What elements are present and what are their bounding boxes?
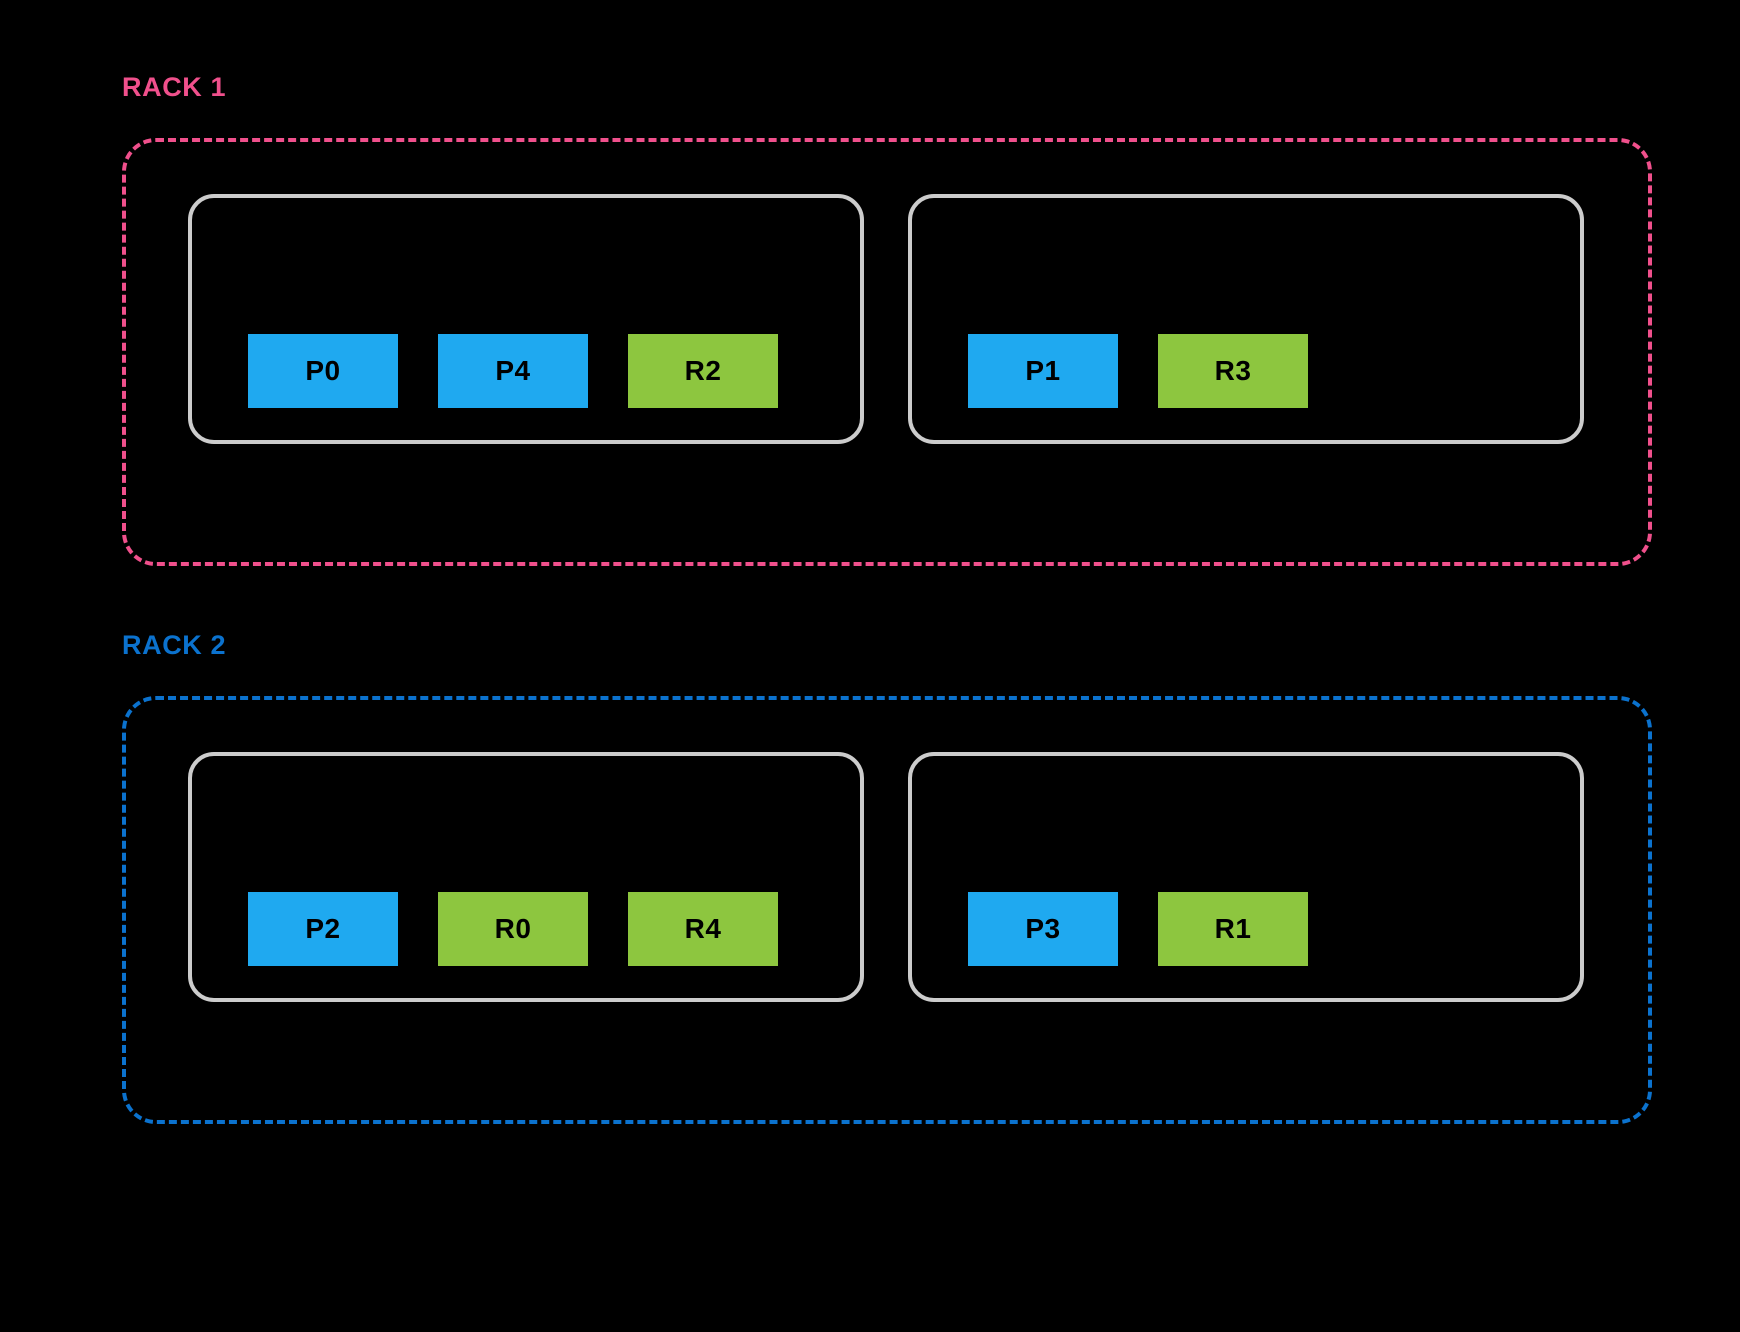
- unit-partition-p2[interactable]: P2: [248, 892, 398, 966]
- unit-row-rack1-node2: P1 R3: [968, 334, 1308, 408]
- rack-boundary-2: P2 R0 R4 P3 R1: [122, 696, 1652, 1124]
- unit-partition-p4[interactable]: P4: [438, 334, 588, 408]
- unit-replica-r4[interactable]: R4: [628, 892, 778, 966]
- unit-partition-p3[interactable]: P3: [968, 892, 1118, 966]
- unit-replica-r3[interactable]: R3: [1158, 334, 1308, 408]
- node-box-rack1-node1: P0 P4 R2: [188, 194, 864, 444]
- unit-replica-r0[interactable]: R0: [438, 892, 588, 966]
- unit-partition-p1[interactable]: P1: [968, 334, 1118, 408]
- node-box-rack2-node2: P3 R1: [908, 752, 1584, 1002]
- node-box-rack1-node2: P1 R3: [908, 194, 1584, 444]
- unit-row-rack1-node1: P0 P4 R2: [248, 334, 778, 408]
- unit-replica-r1[interactable]: R1: [1158, 892, 1308, 966]
- rack-label-1: RACK 1: [122, 72, 227, 102]
- rack-label-2: RACK 2: [122, 630, 227, 660]
- unit-replica-r2[interactable]: R2: [628, 334, 778, 408]
- node-box-rack2-node1: P2 R0 R4: [188, 752, 864, 1002]
- unit-partition-p0[interactable]: P0: [248, 334, 398, 408]
- rack-boundary-1: P0 P4 R2 P1 R3: [122, 138, 1652, 566]
- unit-row-rack2-node1: P2 R0 R4: [248, 892, 778, 966]
- unit-row-rack2-node2: P3 R1: [968, 892, 1308, 966]
